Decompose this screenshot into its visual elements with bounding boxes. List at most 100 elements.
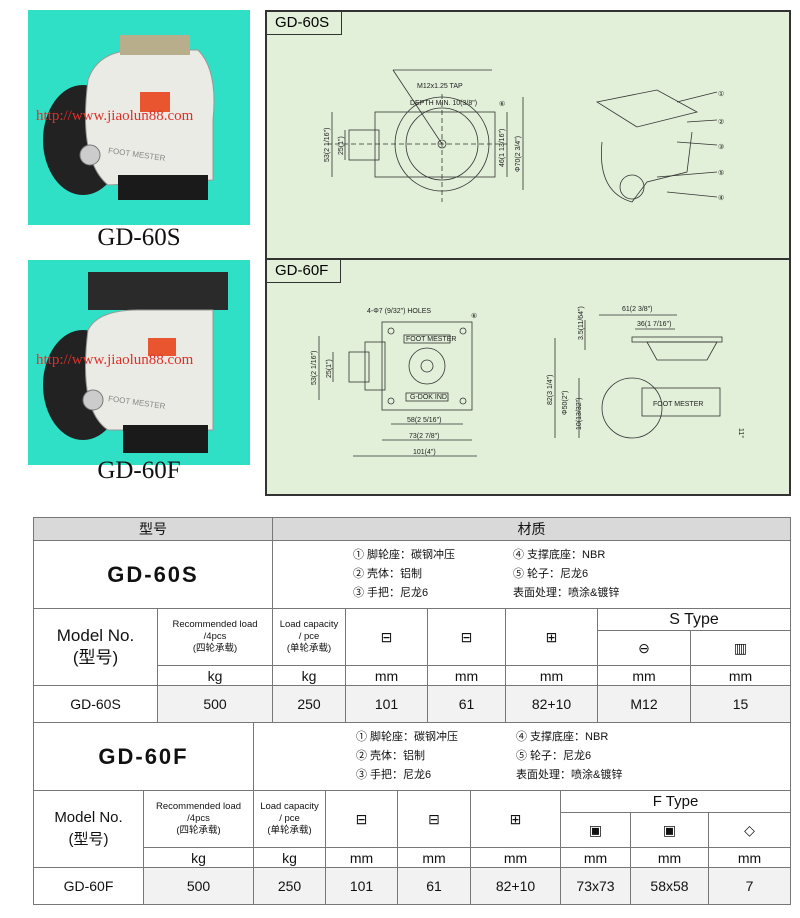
unit: mm: [325, 847, 398, 868]
unit: mm: [630, 847, 709, 868]
drawing-title: GD-60F: [267, 260, 342, 283]
unit: kg: [143, 847, 254, 868]
callout-6: ⑥: [471, 312, 477, 320]
dim-50: Φ50(2"): [562, 391, 569, 415]
thread-stem-icon: ⊖: [597, 630, 691, 666]
side-brand: FOOT MESTER: [653, 401, 703, 408]
caster-image: [43, 35, 215, 200]
cell: 101: [345, 685, 428, 723]
unit: mm: [689, 665, 792, 686]
rec-load-header: Recommended load/4pcs(四轮承载): [143, 790, 254, 848]
hole-spacing-icon: ▣: [630, 812, 709, 848]
drawing-title: GD-60S: [267, 12, 343, 35]
technical-drawing: 4-Φ7 (9/32") HOLES ⑥ FOOT MESTER G-DOK I…: [311, 306, 745, 457]
product-photo-gd60s: http://www.jiaolun88.com: [28, 10, 250, 225]
cell: 500: [157, 685, 273, 723]
height-diagram-icon: ⊞: [505, 608, 598, 666]
brand-plate: FOOT MESTER: [406, 336, 456, 343]
unit: kg: [272, 665, 346, 686]
cell: GD-60S: [33, 685, 158, 723]
material-item: 表面处理：喷涂&镀锌: [516, 769, 623, 781]
callout-4: ④: [718, 194, 724, 202]
material-item: ③ 手把：尼龙6: [356, 769, 432, 781]
drawing-panel-gd60s: M12x1.25 TAP DEPTH MIN. 10(3/8") ⑥ 53(2 …: [265, 10, 791, 260]
tap-label: M12x1.25 TAP: [417, 83, 463, 90]
maker-plate: G-DOK IND.: [410, 394, 449, 401]
cell: M12: [597, 685, 691, 723]
material-item: ① 脚轮座：碳钢冲压: [356, 731, 459, 743]
technical-drawing: M12x1.25 TAP DEPTH MIN. 10(3/8") ⑥ 53(2 …: [324, 69, 724, 203]
drawing-panel-gd60f: 4-Φ7 (9/32") HOLES ⑥ FOOT MESTER G-DOK I…: [265, 258, 791, 496]
cell: 15: [689, 685, 792, 723]
dim-82: 82(3 1/4"): [547, 374, 554, 405]
dim-3-5: 3.5(11/64"): [578, 306, 585, 340]
material-item: ② 壳体：铝制: [356, 750, 426, 762]
callout-3: ③: [718, 143, 724, 151]
cell: 82+10: [470, 867, 561, 905]
unit: mm: [560, 847, 631, 868]
product-photo-gd60f: http://www.jiaolun88.com: [28, 260, 250, 465]
dim-25: 25(1"): [326, 359, 333, 378]
width-diagram-icon: ⊟: [325, 790, 398, 848]
dim-73: 73(2 7/8"): [409, 433, 440, 440]
cell: 61: [397, 867, 471, 905]
cell: 250: [253, 867, 326, 905]
material-item: ④ 支撑底座：NBR: [516, 731, 609, 743]
cell: 101: [325, 867, 398, 905]
plate-size-icon: ▣: [560, 812, 631, 848]
cell: 7: [707, 867, 792, 905]
unit: mm: [597, 665, 691, 686]
header-model: 型号: [33, 517, 273, 541]
load-capacity-header: Load capacity/ pce(单轮承载): [253, 790, 326, 848]
dim-10: 10(13/32"): [576, 398, 583, 430]
dim-70: Φ70(2 3/4"): [515, 136, 522, 172]
unit: mm: [505, 665, 598, 686]
callout-1: ①: [718, 90, 724, 98]
offset-diagram-icon: ⊟: [397, 790, 471, 848]
cell: GD-60F: [33, 867, 144, 905]
unit: mm: [470, 847, 561, 868]
model-title: GD-60F: [33, 722, 254, 791]
dim-11-deg: 11°: [737, 428, 745, 438]
spec-table-gd60f: GD-60F ① 脚轮座：碳钢冲压 ② 壳体：铝制 ③ 手把：尼龙6 ④ 支撑底座：…: [33, 722, 792, 905]
height-diagram-icon: ⊞: [470, 790, 561, 848]
photo-caption: GD-60S: [97, 224, 181, 251]
watermark: http://www.jiaolun88.com: [36, 352, 194, 368]
offset-diagram-icon: ⊟: [427, 608, 506, 666]
model-title: GD-60S: [33, 540, 273, 609]
cell: 61: [427, 685, 506, 723]
caster-image: [43, 272, 228, 453]
dim-46: 46(1 13/16"): [499, 129, 506, 167]
holes-label: 4-Φ7 (9/32") HOLES: [367, 308, 431, 315]
unit: kg: [157, 665, 273, 686]
header-material: 材质: [271, 517, 792, 541]
unit: mm: [427, 665, 506, 686]
material-item: ④ 支撑底座：NBR: [513, 549, 606, 561]
unit: mm: [707, 847, 792, 868]
dim-58: 58(2 5/16"): [407, 417, 441, 424]
type-label: S Type: [596, 608, 792, 631]
callout-5: ⑤: [718, 169, 724, 177]
unit: kg: [253, 847, 326, 868]
unit: mm: [345, 665, 428, 686]
cell: 500: [143, 867, 254, 905]
material-item: ③ 手把：尼龙6: [353, 587, 429, 599]
unit: mm: [397, 847, 471, 868]
type-label: F Type: [559, 790, 792, 813]
callout-2: ②: [718, 118, 724, 126]
depth-label: DEPTH MIN. 10(3/8"): [410, 100, 477, 107]
dim-61: 61(2 3/8"): [622, 306, 653, 313]
width-diagram-icon: ⊟: [345, 608, 428, 666]
dim-36: 36(1 7/16"): [637, 321, 671, 328]
material-item: ① 脚轮座：碳钢冲压: [353, 549, 456, 561]
dim-25: 25(1"): [338, 136, 345, 155]
cell: 82+10: [505, 685, 598, 723]
dim-53: 53(2 1/16"): [311, 351, 318, 385]
dim-53: 53(2 1/16"): [324, 128, 331, 162]
cell: 73x73: [560, 867, 631, 905]
cell: 58x58: [630, 867, 709, 905]
